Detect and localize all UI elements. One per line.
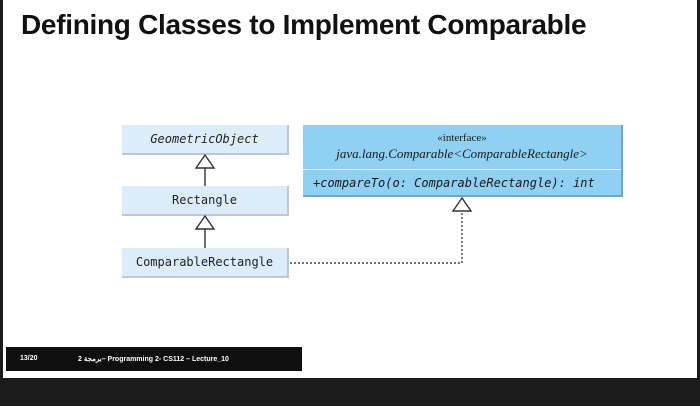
slide: Defining Classes to Implement Comparable… <box>3 0 697 378</box>
interface-header: «interface» java.lang.Comparable<Compara… <box>303 125 621 170</box>
slide-title: Defining Classes to Implement Comparable <box>21 9 587 40</box>
realization-dashed-line <box>290 211 463 264</box>
class-name: ComparableRectangle <box>135 255 274 269</box>
interface-name: java.lang.Comparable<ComparableRectangle… <box>336 146 588 161</box>
interface-stereotype: «interface» <box>437 132 487 144</box>
class-rectangle: Rectangle <box>122 186 289 216</box>
slide-footer: 13/20 2 برمجة– Programming 2- CS112 – Le… <box>6 347 302 371</box>
class-name: Rectangle <box>171 193 238 207</box>
class-geometric-object: GeometricObject <box>122 125 289 155</box>
page-number: 13/20 <box>20 355 38 362</box>
inheritance-arrowhead-geometric-object <box>194 153 216 169</box>
class-comparable-rectangle: ComparableRectangle <box>122 248 289 278</box>
interface-comparable: «interface» java.lang.Comparable<Compara… <box>303 125 623 197</box>
class-name: GeometricObject <box>150 132 259 146</box>
uml-connectors <box>194 153 473 264</box>
realization-arrowhead <box>451 196 473 212</box>
course-label: 2 برمجة– Programming 2- CS112 – Lecture_… <box>78 356 229 363</box>
interface-method: +compareTo(o: ComparableRectangle): int <box>313 175 595 190</box>
inheritance-arrowhead-rectangle <box>194 214 216 230</box>
